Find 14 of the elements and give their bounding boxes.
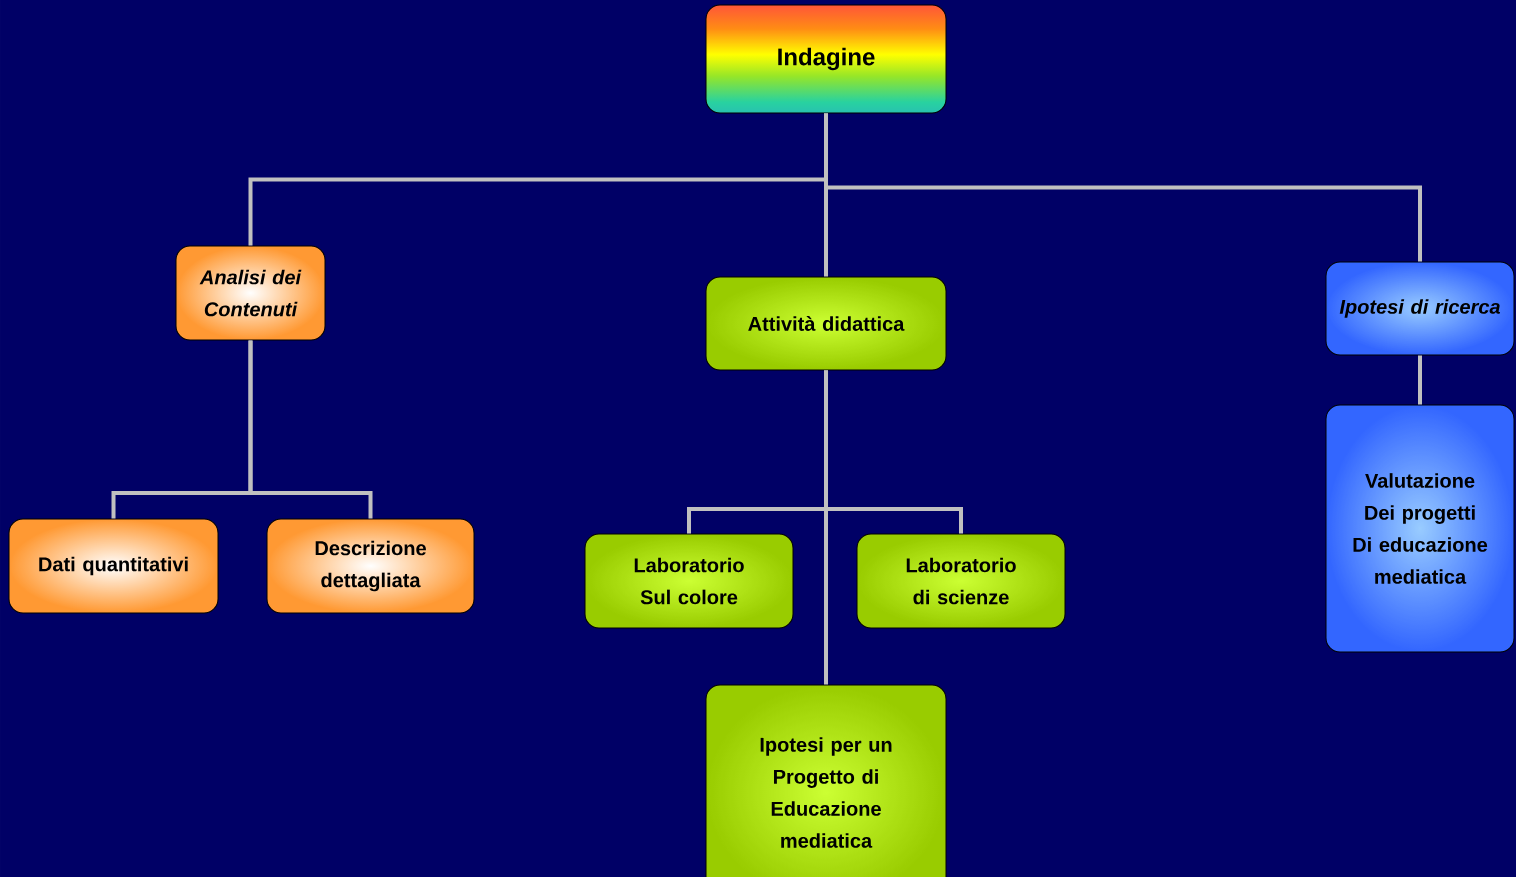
- connector-line: [824, 113, 1422, 262]
- topic-box: Analisi dei Contenuti: [175, 245, 326, 341]
- connector-line: [1418, 355, 1422, 405]
- connector-line: [248, 340, 373, 519]
- topic-box: Indagine: [705, 4, 947, 114]
- topic-box: Laboratorio Sul colore: [584, 533, 794, 629]
- topic-box: Ipotesi per un Progetto di Educazione mediatica: [705, 684, 947, 877]
- topic-box: Descrizione dettagliata: [266, 518, 475, 614]
- topic-box: Attività didattica: [705, 276, 947, 371]
- topic-box: Laboratorio di scienze: [856, 533, 1066, 629]
- topic-box: Ipotesi di ricerca: [1325, 261, 1515, 356]
- topic-box: Valutazione Dei progetti Di educazione mediatica: [1325, 404, 1515, 653]
- topic-box: Dati quantitativi: [8, 518, 219, 614]
- connector-line: [824, 370, 828, 685]
